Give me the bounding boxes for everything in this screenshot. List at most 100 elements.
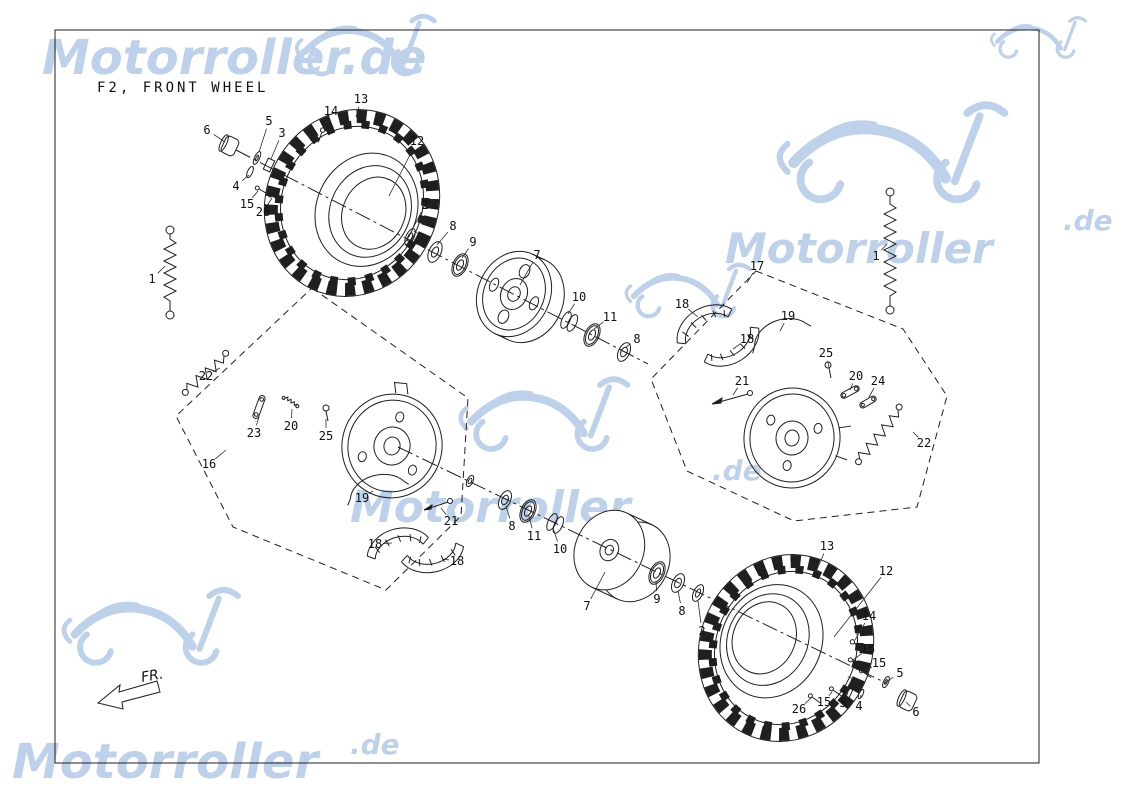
watermark-layer: Motorroller.deMotorroller.deMotorroller.…: [12, 16, 1113, 790]
bolt-25-right: [824, 361, 832, 379]
axle-centerline-lower: [397, 446, 887, 684]
diagram-title: F2, FRONT WHEEL: [97, 80, 268, 96]
leader-line: [746, 272, 754, 284]
part-number-label: 5: [896, 666, 903, 680]
part-number-label: 12: [410, 134, 424, 148]
washer-2-upper: [404, 228, 416, 246]
watermark-text: .de: [350, 728, 400, 761]
part-number-label: 15: [861, 642, 875, 656]
leader-line: [258, 128, 267, 153]
part-number-label: 15: [872, 656, 886, 670]
part-number-label: 20: [849, 369, 863, 383]
leader-line: [388, 147, 414, 197]
tension-spring-left: [162, 225, 178, 320]
leader-line: [411, 211, 422, 231]
part-number-label: 1: [148, 272, 155, 286]
part-number-label: 10: [553, 542, 567, 556]
part-number-label: 18: [368, 537, 382, 551]
part-number-label: 6: [912, 705, 919, 719]
part-number-label: 2: [421, 198, 428, 212]
leader-line: [885, 676, 894, 683]
group-outline-right: [650, 270, 948, 522]
part-number-label: 18: [450, 554, 464, 568]
watermark-text: Motorroller.de: [42, 30, 426, 86]
fr-label: FR.: [140, 666, 165, 686]
leader-line: [732, 387, 739, 396]
leader-line: [677, 590, 681, 604]
leader-line: [862, 666, 873, 673]
leader-line: [266, 197, 273, 206]
adjuster-pin-21-right: [711, 390, 753, 405]
part-number-label: 14: [324, 104, 338, 118]
leader-line: [655, 580, 657, 592]
washer-2-lower: [691, 584, 705, 602]
nut-3-lower: [842, 686, 854, 700]
leader-line: [854, 622, 866, 641]
leader-line: [593, 321, 604, 330]
part-number-label: 8: [678, 604, 685, 618]
screw-15a-lower: [847, 657, 861, 668]
axle-cap-6-upper: [218, 134, 240, 157]
scooter-logo-icon: [780, 105, 1005, 199]
leader-line: [881, 243, 888, 251]
brake-backing-plate-right: [743, 387, 852, 489]
part-number-label: 11: [527, 529, 541, 543]
brake-lever-24: [859, 395, 877, 409]
part-number-label: 19: [355, 491, 369, 505]
leader-line: [519, 261, 534, 286]
leader-line: [815, 553, 825, 573]
return-spring-left: [181, 349, 230, 396]
bearing-11-upper: [583, 323, 601, 347]
part-number-label: 12: [879, 564, 893, 578]
leader-line: [214, 449, 227, 460]
leader-line: [461, 248, 469, 259]
part-number-label: 4: [232, 179, 239, 193]
leader-line: [687, 308, 699, 318]
leader-line: [625, 343, 631, 348]
part-number-label: 18: [740, 332, 754, 346]
leader-line: [804, 697, 812, 704]
scooter-logo-icon: [64, 590, 238, 663]
part-number-label: 24: [871, 374, 885, 388]
screw-26-upper: [267, 192, 281, 202]
leader-line: [157, 265, 166, 274]
part-number-label: 10: [572, 290, 586, 304]
screw-15-upper: [254, 185, 268, 195]
tension-spring-right: [882, 187, 898, 315]
part-number-label: 4: [855, 699, 862, 713]
leader-line: [846, 692, 849, 697]
part-number-label: 20: [284, 419, 298, 433]
leader-line: [697, 600, 702, 624]
bearing-8-lower: [497, 490, 513, 510]
leader-line: [868, 387, 875, 398]
part-number-label: 3: [839, 696, 846, 710]
axle-centerline-upper: [235, 149, 649, 365]
part-number-label: 1: [872, 249, 879, 263]
diagram-linework: [162, 109, 948, 742]
wheel-hub-upper: [475, 250, 565, 344]
part-number-label: 21: [735, 374, 749, 388]
leader-line: [251, 190, 259, 199]
spacer-10-upper: [560, 311, 579, 332]
part-number-label: 17: [750, 259, 764, 273]
part-number-label: 7: [533, 248, 540, 262]
axle-cap-6-lower: [896, 689, 918, 712]
washer-4-lower: [857, 688, 865, 700]
part-number-label: 25: [319, 429, 333, 443]
bolt-25-left: [322, 404, 330, 422]
leader-line: [567, 303, 575, 315]
part-number-label: 13: [354, 92, 368, 106]
watermark-text: .de: [712, 454, 762, 487]
brake-lever-23: [252, 395, 266, 419]
part-number-label: 23: [247, 426, 261, 440]
leader-line: [368, 490, 374, 495]
leader-line: [436, 231, 449, 246]
brake-shoe: [700, 323, 769, 377]
part-number-label: 2: [698, 624, 705, 638]
leader-line: [322, 118, 328, 129]
bearing-9-upper: [451, 253, 469, 277]
part-number-label: 13: [820, 539, 834, 553]
leader-line: [291, 408, 293, 419]
shoe-spring: [744, 310, 815, 354]
